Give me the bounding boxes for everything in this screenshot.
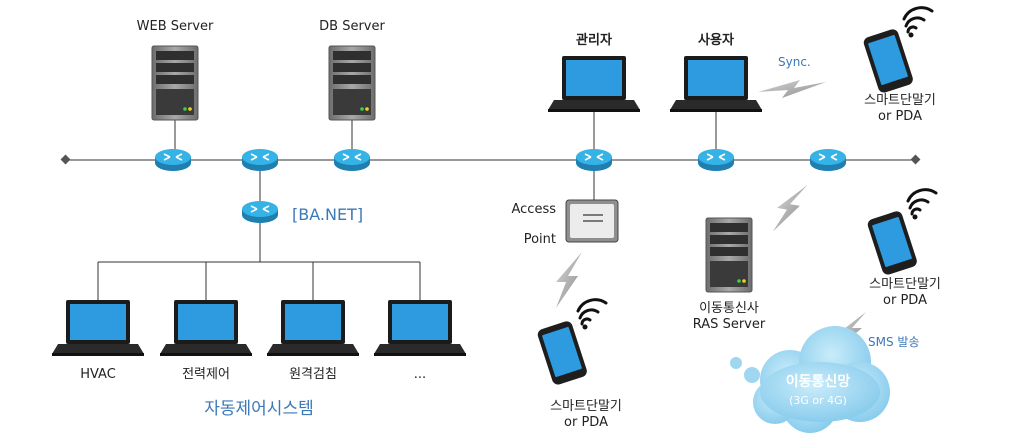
db-server-label: DB Server [319,19,385,34]
sync-bolt-icon [758,80,826,98]
user-label: 사용자 [698,32,734,48]
automation-item-hvac: HVAC [80,367,116,382]
db-server: DB Server [319,19,385,121]
router-icon-4 [575,148,613,172]
mobile-network-cloud [730,326,890,433]
automation-item-power: 전력제어 [182,367,230,382]
access-point [565,199,619,243]
admin-label: 관리자 [576,32,612,48]
remote-metering-laptop [267,300,359,356]
phone-top-line1: 스마트단말기 [864,93,936,108]
user-laptop: 사용자 [670,32,762,112]
automation-title: 자동제어시스템 [204,399,313,419]
phone-ap-line1: 스마트단말기 [550,399,622,414]
wireless-bolt-icon-ras [772,184,808,232]
smartphone-icon-ap [534,298,608,388]
router-icon-banet [241,200,279,224]
admin-laptop: 관리자 [548,32,640,112]
router-icon-3 [333,148,371,172]
smartphone-icon-top [860,6,934,96]
automation-item-etc: ... [414,367,426,382]
power-control-laptop [160,300,252,356]
smartphone-icon-right [864,188,938,278]
phone-right-line2: or PDA [883,293,927,308]
backbone-line [60,154,921,165]
ras-server [705,217,753,293]
automation-item-metering: 원격검침 [289,367,337,382]
cloud-line2: (3G or 4G) [789,394,847,407]
phone-top-line2: or PDA [878,109,922,124]
web-server-label: WEB Server [137,19,214,34]
connector-lines [97,110,717,300]
hvac-laptop [52,300,144,356]
router-icon-2 [241,148,279,172]
router-icon-6 [809,148,847,172]
sms-label: SMS 발송 [868,335,919,349]
ras-line1: 이동통신사 [699,301,759,316]
phone-ap-line2: or PDA [564,415,608,430]
sync-label: Sync. [778,55,811,69]
router-icon-5 [697,148,735,172]
access-point-line1: Access [511,202,556,217]
router-icon-1 [154,148,192,172]
phone-right-line1: 스마트단말기 [869,277,941,292]
cloud-line1: 이동통신망 [786,373,851,390]
wireless-bolt-icon-ap [556,252,582,308]
etc-laptop [374,300,466,356]
access-point-line2: Point [524,232,556,247]
web-server: WEB Server [137,19,214,121]
ba-net-label: [BA.NET] [292,205,363,224]
ras-line2: RAS Server [693,317,766,332]
